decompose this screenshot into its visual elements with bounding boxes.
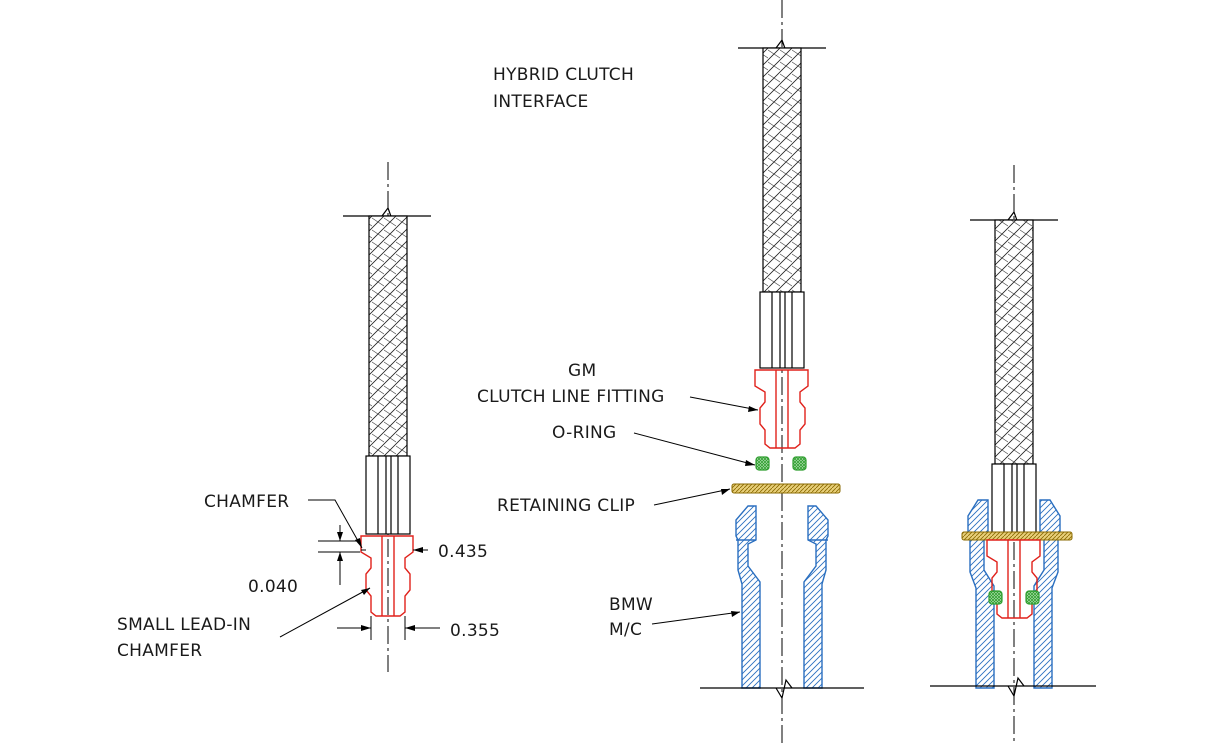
dim-chamfer-depth	[318, 525, 360, 585]
middle-gm-fitting	[754, 369, 809, 449]
gm-fitting-label-1: GM	[568, 361, 597, 381]
bmw-label-1: BMW	[609, 595, 654, 615]
chamfer-leader	[308, 499, 363, 549]
bmw-leader	[651, 611, 741, 625]
gm-fitting-label-2: CLUTCH LINE FITTING	[477, 387, 665, 407]
left-ferrule	[365, 455, 411, 535]
lead-in-leader	[279, 587, 371, 638]
middle-retaining-clip	[731, 483, 841, 494]
middle-base-break	[775, 678, 793, 700]
right-ferrule	[991, 463, 1037, 539]
left-assembly	[279, 162, 440, 672]
title-line-1: HYBRID CLUTCH	[493, 65, 635, 85]
right-hose	[994, 219, 1034, 465]
left-gm-fitting	[360, 535, 414, 617]
chamfer-label: CHAMFER	[204, 492, 290, 512]
middle-ferrule	[759, 291, 805, 369]
right-retaining-clip	[961, 531, 1073, 541]
dim-outer-diameter	[361, 547, 428, 553]
dim-tip-diameter	[337, 616, 440, 640]
o-ring-leader	[633, 432, 756, 466]
middle-assembly	[633, 0, 864, 744]
o-ring-label: O-RING	[552, 423, 617, 443]
title-line-2: INTERFACE	[493, 92, 589, 112]
right-assembly	[930, 165, 1096, 744]
gm-fitting-leader	[689, 396, 759, 411]
outer-diameter-dimension: 0.435	[438, 542, 489, 562]
right-base-break	[1007, 676, 1025, 698]
middle-bmw-master-cylinder	[735, 505, 829, 689]
chamfer-depth-dimension: 0.040	[248, 577, 299, 597]
middle-o-rings	[755, 456, 807, 471]
bmw-label-2: M/C	[609, 620, 643, 640]
lead-in-label-1: SMALL LEAD-IN	[117, 615, 252, 635]
retaining-clip-leader	[653, 488, 731, 506]
retaining-clip-label: RETAINING CLIP	[497, 496, 636, 516]
lead-in-label-2: CHAMFER	[117, 641, 203, 661]
tip-diameter-dimension: 0.355	[450, 621, 501, 641]
middle-hose	[762, 47, 802, 293]
left-hose	[368, 215, 408, 457]
right-gm-fitting	[986, 539, 1041, 619]
right-o-rings	[988, 590, 1040, 605]
